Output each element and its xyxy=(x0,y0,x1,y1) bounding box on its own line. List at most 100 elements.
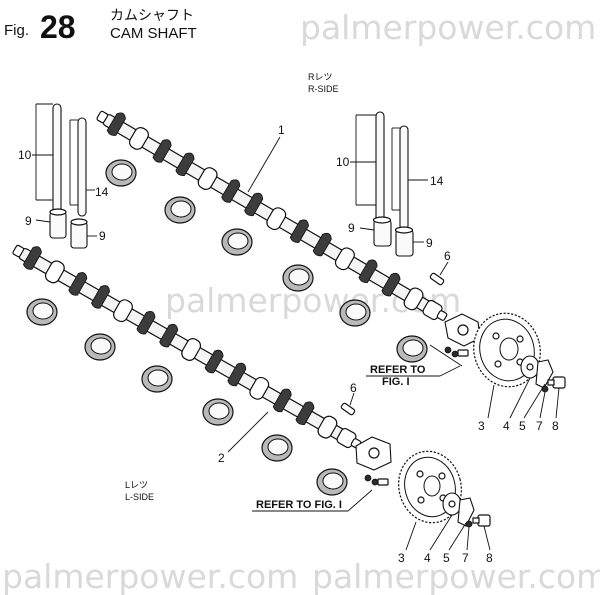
plate-bolts-right xyxy=(444,346,469,358)
callout-1: 1 xyxy=(278,123,285,137)
cam-bearing-9 xyxy=(141,365,173,393)
fig-prefix: Fig. xyxy=(4,22,29,39)
camshaft-r-body xyxy=(96,110,448,321)
refer-left-text: REFER TO FIG. I xyxy=(256,499,342,511)
push-rod-short-right xyxy=(399,125,409,231)
camshaft-l-lobe xyxy=(136,311,156,335)
camshaft-r-journal xyxy=(128,127,149,150)
camshaft-l-lobe xyxy=(295,401,315,426)
camshaft-r-journal xyxy=(266,207,287,231)
callout-14-left: 14 xyxy=(95,185,109,199)
callout-2: 2 xyxy=(218,451,225,465)
cam-bearing-11-inner xyxy=(267,438,289,456)
camshaft-l-lobe xyxy=(91,285,111,309)
refer-fig-left: REFER TO FIG. I xyxy=(252,489,373,512)
fig-number: 28 xyxy=(40,9,76,45)
push-rod-long-left xyxy=(52,103,62,225)
camshaft-r-journal xyxy=(197,167,218,190)
camshaft-l-journal xyxy=(181,338,202,361)
camshaft-r-journal xyxy=(334,247,355,271)
callout-10-right: 10 xyxy=(336,155,350,169)
callout-8-left: 8 xyxy=(486,551,493,565)
callout-10-left: 10 xyxy=(18,148,32,162)
callout-5-left: 5 xyxy=(443,551,450,565)
camshaft-r-lobe xyxy=(289,219,309,243)
camshaft-r-tip xyxy=(436,310,448,321)
r-side-label-jp: Rレツ xyxy=(308,72,333,82)
cam-bearings xyxy=(26,159,428,496)
camshaft-l-journal xyxy=(44,260,65,284)
tappets-left xyxy=(35,208,97,249)
callout-9-right-b: 9 xyxy=(426,236,433,250)
cam-bearing-2 xyxy=(164,196,196,224)
camshaft-r-lobe xyxy=(106,112,126,136)
refer-right-line2: FIG. I xyxy=(382,376,410,388)
camshaft-l-lobe xyxy=(272,388,292,413)
cam-bearing-10 xyxy=(202,398,234,426)
camshaft-r-lobe xyxy=(221,179,241,203)
figure-header: Fig. 28 カムシャフト CAM SHAFT xyxy=(4,7,197,45)
camshaft-l-lobe xyxy=(68,272,88,296)
callout-6-left: 6 xyxy=(350,381,357,395)
cam-bearing-12 xyxy=(316,468,348,496)
camshaft-l-body xyxy=(12,244,362,449)
refer-fig-right: REFER TO FIG. I xyxy=(366,344,463,388)
l-side-label-en: L-SIDE xyxy=(125,492,154,502)
cam-bearing-7-inner xyxy=(32,302,54,320)
cam-bearing-2-inner xyxy=(170,200,192,218)
callout-7-right: 7 xyxy=(536,419,543,433)
push-rods-right xyxy=(350,111,428,235)
cam-bearing-8-inner xyxy=(90,337,112,355)
camshaft-l-lobe xyxy=(22,246,42,270)
callout-9-left-b: 9 xyxy=(99,229,106,243)
cam-bearing-3-inner xyxy=(227,232,249,250)
bolt-8-right xyxy=(552,376,566,389)
camshaft-r-lobe xyxy=(358,259,378,283)
tappet-left-b xyxy=(70,221,88,249)
cam-bearing-4 xyxy=(282,264,314,292)
cam-gear-left xyxy=(398,450,462,524)
cam-gear-right xyxy=(473,312,541,388)
cam-bearing-6 xyxy=(396,335,428,363)
camshaft-l-side xyxy=(12,244,362,449)
key-left xyxy=(340,392,356,416)
cam-bearing-10-inner xyxy=(208,402,230,420)
cam-bearing-4-inner xyxy=(288,268,310,286)
cam-bearing-11 xyxy=(261,434,293,462)
watermark-top: palmerpower.com xyxy=(300,8,596,47)
refer-right-line1: REFER TO xyxy=(370,364,426,376)
cam-bearing-3 xyxy=(221,228,253,256)
title-japanese: カムシャフト xyxy=(110,7,194,23)
camshaft-l-journal xyxy=(249,376,270,400)
camshaft-r-lobe xyxy=(152,139,172,163)
camshaft-l-lobe xyxy=(159,323,179,348)
camshaft-r-journal xyxy=(403,287,424,311)
tappet-right-b xyxy=(395,229,414,257)
cam-bearing-6-inner xyxy=(402,339,424,357)
tappet-right-a xyxy=(373,219,392,247)
plate-bolts-left xyxy=(364,474,389,486)
callout-3-right: 3 xyxy=(478,419,485,433)
camshaft-l-journal xyxy=(317,415,338,439)
callout-4-left: 4 xyxy=(424,551,431,565)
push-rod-short-left xyxy=(77,117,87,217)
cam-bearing-7 xyxy=(26,298,58,326)
camshaft-r-lobe xyxy=(244,192,264,217)
title-english: CAM SHAFT xyxy=(110,25,197,42)
gear-hardware-left xyxy=(405,492,491,551)
r-side-label-en: R-SIDE xyxy=(308,84,339,94)
callout-4-right: 4 xyxy=(503,419,510,433)
bolt-8-left xyxy=(477,514,491,527)
callout-9-right-a: 9 xyxy=(348,221,355,235)
callout-8-right: 8 xyxy=(552,419,559,433)
camshaft-r-tail xyxy=(96,110,109,124)
cam-bearing-1-inner xyxy=(111,163,133,181)
tappet-left-a xyxy=(49,211,67,239)
camshaft-r-lobe xyxy=(381,272,401,297)
cam-bearing-5 xyxy=(339,299,371,327)
cam-bearing-5-inner xyxy=(345,303,367,321)
push-rod-long-right xyxy=(375,111,385,235)
watermark-bottom-left: palmerpower.com xyxy=(2,557,298,595)
callout-5-right: 5 xyxy=(519,419,526,433)
